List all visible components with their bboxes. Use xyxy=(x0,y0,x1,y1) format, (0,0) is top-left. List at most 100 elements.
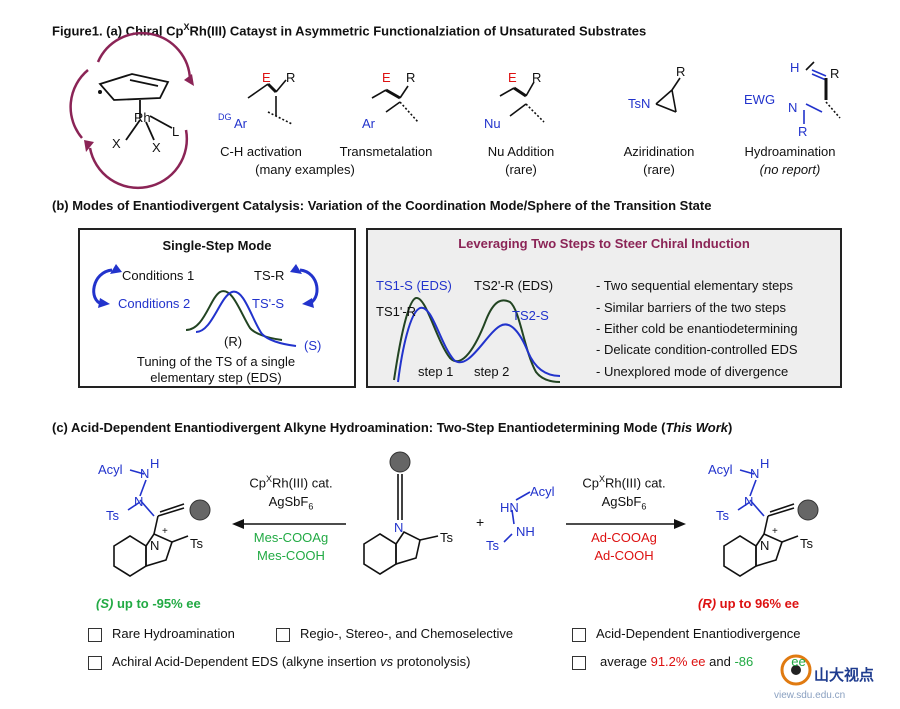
single-step-caption-2: elementary step (EDS) xyxy=(150,370,282,385)
tm-e-label: E xyxy=(382,70,391,85)
nu-r-label: R xyxy=(532,70,542,85)
left-catalyst-label: CpXRh(III) cat. xyxy=(249,474,333,491)
left-ts1-label: Ts xyxy=(106,508,119,523)
two-step-bullet-1: - Two sequential elementary steps xyxy=(596,278,794,293)
two-step-energy-curves xyxy=(393,297,561,383)
ts2s-label: TS2-S xyxy=(512,308,549,323)
ha-h-label: H xyxy=(790,60,800,75)
left-product-sphere-icon xyxy=(189,499,211,521)
two-step-bullet-4: - Delicate condition-controlled EDS xyxy=(596,342,798,357)
right-n2-label: N xyxy=(744,494,754,509)
l-label: L xyxy=(172,124,180,139)
left-acyl-label: Acyl xyxy=(98,462,123,477)
checkbox-enantiodivergence xyxy=(572,628,586,642)
left-silver-salt-label: AgSbF6 xyxy=(268,494,314,512)
ha-ewg-label: EWG xyxy=(744,92,776,107)
ch-activation-label: C-H activation xyxy=(220,144,302,159)
left-n3-label: N xyxy=(150,538,160,553)
right-product-structure xyxy=(723,469,799,577)
panel-b-title: (b) Modes of Enantiodivergent Catalysis:… xyxy=(52,198,712,213)
right-result-label: (R) up to 96% ee xyxy=(698,596,800,611)
structure-nu-addition xyxy=(499,81,545,123)
single-step-energy-curves xyxy=(185,290,297,347)
reagent-hn-label: HN xyxy=(500,500,519,515)
check-achiral-eds: Achiral Acid-Dependent EDS (alkyne inser… xyxy=(112,654,471,669)
rh-label: Rh xyxy=(134,110,151,125)
reagent-ts-label: Ts xyxy=(486,538,499,553)
check-enantiodivergence: Acid-Dependent Enantiodivergence xyxy=(596,626,801,641)
aziridination-label: Aziridination xyxy=(623,144,695,159)
watermark-name: 山大视点 xyxy=(814,667,875,684)
hydroamination-label: Hydroamination xyxy=(744,144,836,159)
single-step-box xyxy=(78,228,356,388)
right-additive-1: Ad-COOAg xyxy=(591,530,657,545)
nu-e-label: E xyxy=(508,70,517,85)
left-result-label: (S) up to -95% ee xyxy=(96,596,201,611)
left-n2-label: N xyxy=(134,494,144,509)
plus-sign: + xyxy=(476,514,485,530)
az-tsn-label: TsN xyxy=(628,96,651,111)
nu-addition-sub: (rare) xyxy=(505,162,537,177)
watermark-url: view.sdu.edu.cn xyxy=(774,690,846,701)
cp-ring-icon xyxy=(98,73,173,141)
two-step-bullet-2: - Similar barriers of the two steps xyxy=(596,300,787,315)
az-r-label: R xyxy=(676,64,686,79)
tm-r-label: R xyxy=(406,70,416,85)
right-ts1-label: Ts xyxy=(716,508,729,523)
ha-n-label: N xyxy=(788,100,798,115)
watermark-logo-icon xyxy=(780,654,812,686)
left-ts2-label: Ts xyxy=(190,536,203,551)
right-n3-label: N xyxy=(760,538,770,553)
substrate-n-label: N xyxy=(394,520,404,535)
right-h-label: H xyxy=(760,456,770,471)
conditions-2-label: Conditions 2 xyxy=(118,296,191,311)
two-step-title: Leveraging Two Steps to Steer Chiral Ind… xyxy=(458,236,750,251)
ts-r-label: TS-R xyxy=(254,268,285,283)
reagent-structure xyxy=(503,491,531,543)
x1-label: X xyxy=(112,136,121,151)
ts1s-label: TS1-S (EDS) xyxy=(376,278,452,293)
right-catalyst-label: CpXRh(III) cat. xyxy=(582,474,666,491)
single-step-caption-1: Tuning of the TS of a single xyxy=(136,354,296,369)
aziridination-sub: (rare) xyxy=(643,162,675,177)
ch-e-label: E xyxy=(262,70,271,85)
left-additive-1: Mes-COOAg xyxy=(253,530,329,545)
ch-activation-sub: (many examples) xyxy=(255,162,355,177)
ha-r-label: R xyxy=(830,66,840,81)
left-h-label: H xyxy=(150,456,160,471)
catalyst-rotation-arrows xyxy=(69,31,192,190)
left-product-structure xyxy=(113,469,189,577)
check-rare-hydroamination: Rare Hydroamination xyxy=(112,626,235,641)
ts-s-label: TS'-S xyxy=(252,296,285,311)
ch-dg-label: DG xyxy=(218,112,232,122)
step-2-label: step 2 xyxy=(474,364,510,379)
ts1r-label: TS1'-R xyxy=(376,304,417,319)
ch-r-label: R xyxy=(286,70,296,85)
right-plus-label: + xyxy=(772,526,778,537)
right-additive-2: Ad-COOH xyxy=(594,548,654,563)
conditions-1-label: Conditions 1 xyxy=(122,268,195,283)
ts2r-label: TS2'-R (EDS) xyxy=(474,278,554,293)
single-step-title: Single-Step Mode xyxy=(162,238,272,253)
nu-addition-label: Nu Addition xyxy=(487,144,555,159)
ch-ar-label: Ar xyxy=(234,116,247,131)
two-step-bullet-5: - Unexplored mode of divergence xyxy=(596,364,789,379)
left-additive-2: Mes-COOH xyxy=(257,548,325,563)
panel-c-title: (c) Acid-Dependent Enantiodivergent Alky… xyxy=(52,420,733,435)
ha-r2-label: R xyxy=(798,124,808,139)
checkbox-average-ee xyxy=(572,656,586,670)
structure-aziridine xyxy=(655,77,681,113)
substrate-structure xyxy=(363,474,439,575)
structure-transmetalation xyxy=(371,85,419,123)
right-product-sphere-icon xyxy=(797,499,819,521)
r-label: (R) xyxy=(224,334,243,349)
left-n1-label: N xyxy=(140,466,150,481)
right-n1-label: N xyxy=(750,466,760,481)
substrate-ts-label: Ts xyxy=(440,530,453,545)
check-selective: Regio-, Stereo-, and Chemoselective xyxy=(300,626,514,641)
x2-label: X xyxy=(152,140,161,155)
reagent-acyl-label: Acyl xyxy=(530,484,555,499)
right-silver-salt-label: AgSbF6 xyxy=(601,494,647,512)
